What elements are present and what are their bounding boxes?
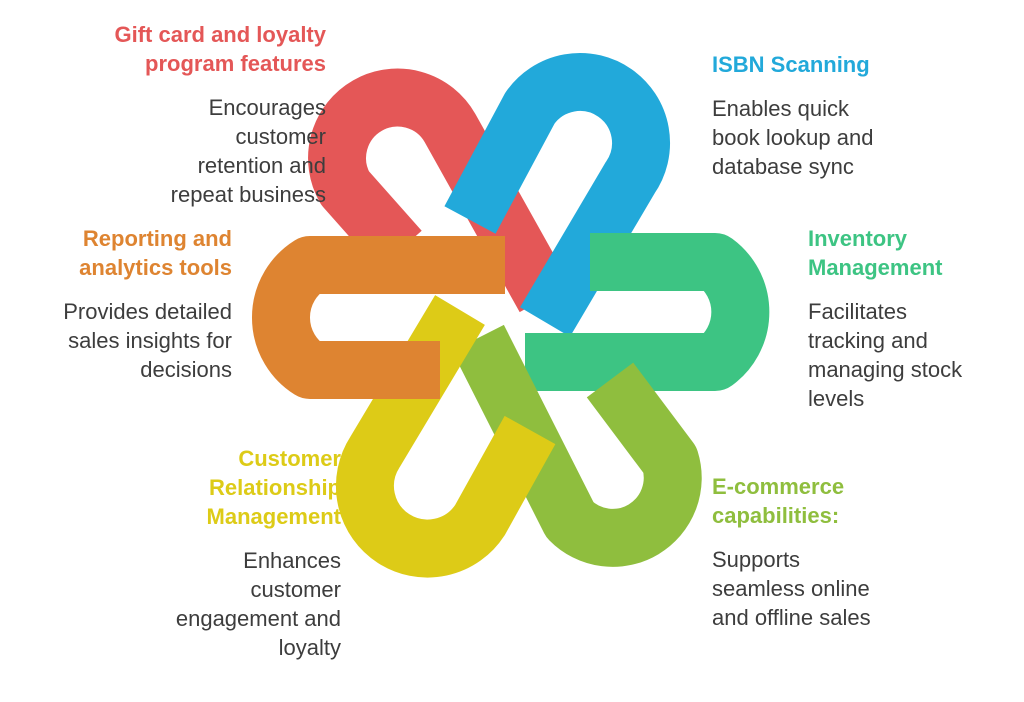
- inventory-title: Inventory Management: [808, 226, 943, 280]
- isbn-loop-shape: [444, 52, 671, 337]
- ecommerce-block: E-commerce capabilities: Supports seamle…: [712, 472, 871, 632]
- inventory-description: Facilitates tracking and managing stock …: [808, 299, 963, 411]
- ecommerce-loop-shape: [452, 324, 702, 567]
- isbn-block: ISBN Scanning Enables quick book lookup …: [712, 50, 873, 181]
- reporting-description: Provides detailed sales insights for dec…: [63, 299, 232, 382]
- ecommerce-description: Supports seamless online and offline sal…: [712, 547, 871, 630]
- gift-card-title: Gift card and loyalty program features: [114, 22, 327, 76]
- inventory-block: Inventory Management Facilitates trackin…: [808, 224, 962, 413]
- reporting-loop-shape: [252, 236, 505, 399]
- ecommerce-title: E-commerce capabilities:: [712, 474, 845, 528]
- reporting-title: Reporting and analytics tools: [79, 226, 232, 280]
- crm-block: Customer Relationship Management Enhance…: [176, 444, 341, 662]
- isbn-description: Enables quick book lookup and database s…: [712, 96, 874, 179]
- crm-description: Enhances customer engagement and loyalty: [175, 548, 341, 660]
- isbn-title: ISBN Scanning: [712, 52, 870, 77]
- crm-title: Customer Relationship Management: [206, 446, 341, 529]
- reporting-block: Reporting and analytics tools Provides d…: [63, 224, 232, 384]
- gift-loop-shape: [308, 68, 571, 313]
- gift-card-block: Gift card and loyalty program features E…: [115, 20, 327, 209]
- crm-loop-shape: [336, 295, 556, 578]
- gift-card-description: Encourages customer retention and repeat…: [170, 95, 326, 207]
- inventory-loop-shape: [525, 233, 770, 391]
